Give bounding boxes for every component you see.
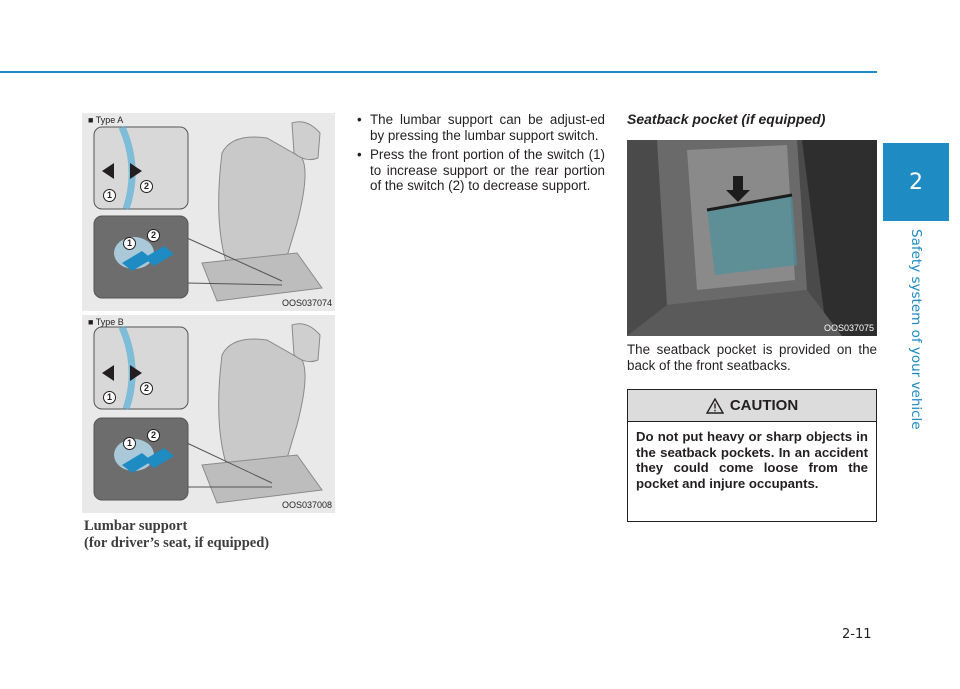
figure-type-a-code: OOS037074 (281, 298, 332, 308)
seatback-photo-code: OOS037075 (823, 323, 874, 333)
number-badge: 1 (123, 237, 136, 250)
caution-box: CAUTION Do not put heavy or sharp object… (627, 389, 877, 522)
caution-header: CAUTION (628, 390, 876, 422)
figure-type-a: ■ Type A OOS037074 (82, 113, 335, 311)
number-badge: 1 (103, 189, 116, 202)
figure-type-b-code: OOS037008 (281, 500, 332, 510)
chapter-tab[interactable]: 2 Safety system of your vehicle (883, 143, 949, 430)
figure-type-b: ■ Type B OOS037008 (82, 315, 335, 513)
chapter-title: Safety system of your vehicle (908, 229, 924, 430)
caption-line-2: (for driver’s seat, if equipped) (84, 535, 270, 551)
chapter-number: 2 (909, 169, 923, 195)
figure-type-a-label: ■ Type A (88, 115, 124, 125)
seatback-body: The seatback pocket is provided on the b… (627, 342, 877, 373)
seatback-pocket-illustration (627, 140, 877, 336)
number-badge: 2 (140, 180, 153, 193)
figure-type-b-label: ■ Type B (88, 317, 124, 327)
bullet-item: • The lumbar support can be adjust-ed by … (355, 112, 605, 143)
seat-lumbar-illustration-b (93, 323, 323, 504)
bullet-dot: • (357, 147, 362, 163)
caption-line-1: Lumbar support (84, 518, 188, 534)
number-badge: 1 (123, 437, 136, 450)
page-number: 2-11 (842, 627, 872, 642)
seatback-photo: OOS037075 (627, 140, 877, 336)
lumbar-support-caption: Lumbar support (for driver’s seat, if eq… (84, 518, 269, 552)
warning-triangle-icon (705, 397, 724, 414)
seat-lumbar-illustration-a (93, 121, 323, 302)
bullet-item: • Press the front portion of the switch (… (355, 147, 605, 194)
number-badge: 2 (147, 429, 160, 442)
lumbar-bullets: • The lumbar support can be adjust-ed by … (355, 112, 605, 198)
bullet-dot: • (357, 112, 362, 127)
caution-body: Do not put heavy or sharp objects in the… (636, 429, 868, 491)
caution-title: CAUTION (729, 397, 799, 414)
number-badge: 2 (140, 382, 153, 395)
number-badge: 2 (147, 229, 160, 242)
chapter-number-box: 2 (883, 143, 949, 221)
bullet-text: The lumbar support can be adjust-ed by p… (370, 112, 605, 143)
seatback-heading: Seatback pocket (if equipped) (627, 111, 826, 127)
header-rule (0, 71, 877, 73)
number-badge: 1 (103, 391, 116, 404)
bullet-text: Press the front portion of the switch (1… (370, 147, 605, 194)
